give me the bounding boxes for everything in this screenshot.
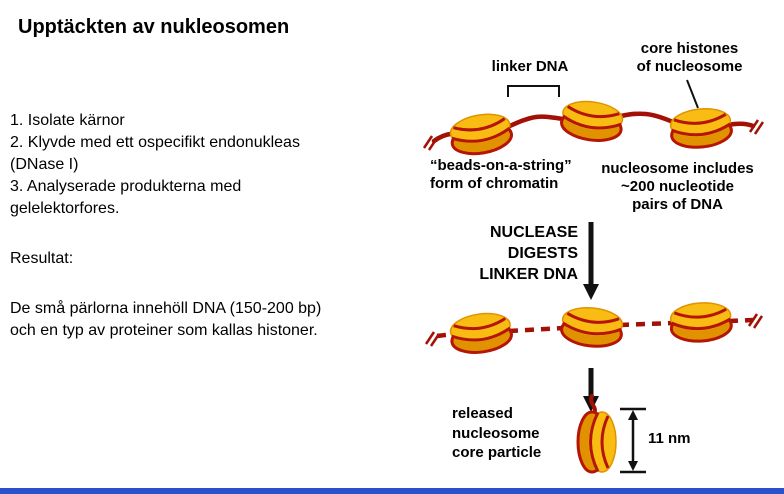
release-arrow <box>583 368 599 412</box>
nuclease-digests-label: NUCLEASE DIGESTS LINKER DNA <box>479 224 578 283</box>
linker-dna-bracket <box>507 85 560 97</box>
dna-tail <box>589 394 597 416</box>
beads-on-string-strand <box>422 96 765 160</box>
strand-break-mark-right <box>748 119 765 135</box>
linker-dna-label: linker DNA <box>491 58 569 75</box>
strand-break-mark-right <box>747 313 764 329</box>
nucleosome-bead <box>667 104 735 152</box>
step-1: 1. Isolate kärnor <box>10 112 125 129</box>
nucleosome-includes-caption: nucleosome includes ~200 nucleotide pair… <box>601 160 754 213</box>
result-text: De små pärlorna innehöll DNA (150-200 bp… <box>10 298 430 342</box>
slide-bottom-bar <box>0 488 784 494</box>
nucleosome-bead <box>558 303 626 351</box>
strand-break-mark-left <box>422 135 439 151</box>
result-line-1: De små pärlorna innehöll DNA (150-200 bp… <box>10 300 322 317</box>
size-measure-arrow <box>620 407 646 474</box>
step-2-continued: (DNase I) <box>10 156 79 173</box>
core-histones-pointer <box>686 79 699 109</box>
nucleosome-bead <box>447 308 515 358</box>
step-3-continued: gelelektorfores. <box>10 200 120 217</box>
nuclease-arrow <box>583 222 599 300</box>
size-label: 11 nm <box>648 430 691 447</box>
nucleosome-bead <box>668 299 734 345</box>
nucleosome-bead <box>558 96 626 146</box>
digested-strand <box>424 299 764 358</box>
core-histones-label: core histones of nucleosome <box>636 40 743 75</box>
result-line-2: och en typ av proteiner som kallas histo… <box>10 322 318 339</box>
beads-on-string-caption: “beads-on-a-string” form of chromatin <box>430 157 572 192</box>
nucleosome-bead <box>446 108 516 160</box>
step-2: 2. Klyvde med ett ospecifikt endonukleas <box>10 134 300 151</box>
page-title: Upptäckten av nukleosomen <box>18 16 290 38</box>
step-3: 3. Analyserade produkterna med <box>10 178 242 195</box>
result-heading: Resultat: <box>10 250 74 267</box>
steps-text: 1. Isolate kärnor 2. Klyvde med ett ospe… <box>10 110 410 220</box>
released-core-particle <box>576 394 618 474</box>
released-core-particle-label: released nucleosome core particle <box>452 405 542 461</box>
